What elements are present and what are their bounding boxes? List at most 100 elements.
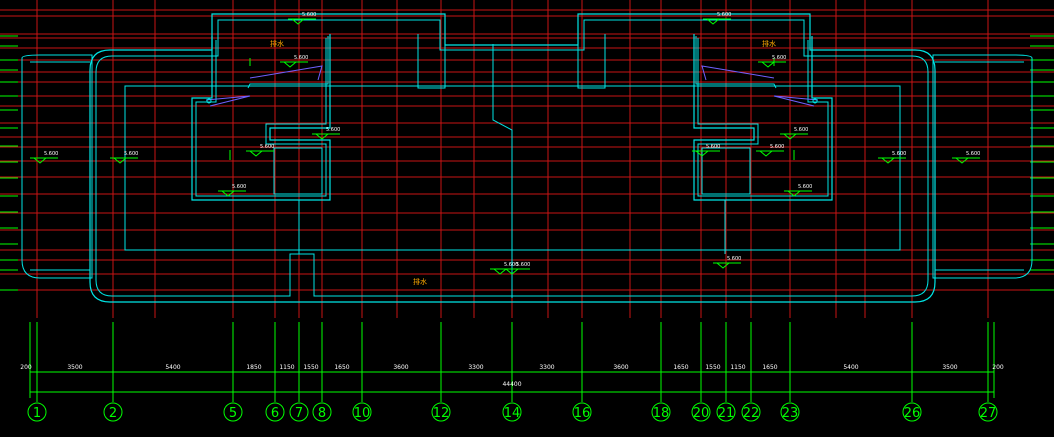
axis-bubble: [289, 402, 309, 422]
axis-label: 26: [904, 406, 921, 421]
level-label: 5.600: [772, 55, 786, 61]
level-triangle: [715, 262, 731, 269]
level-triangle: [760, 61, 776, 68]
left-drain-point: [206, 98, 212, 104]
axis-label: 1: [33, 406, 41, 421]
level-label: 5.600: [727, 256, 741, 262]
roof-details: [191, 34, 833, 254]
axis-label: 10: [354, 406, 371, 421]
left-shaft: [273, 147, 323, 195]
level-label: 5.600: [770, 144, 784, 150]
axis-label: 22: [743, 406, 760, 421]
dimension-label: 1650: [334, 364, 349, 371]
axis-label: 23: [782, 406, 799, 421]
stair-core-left: [417, 34, 446, 89]
stair-core-right: [577, 34, 606, 89]
axis-label: 14: [504, 406, 521, 421]
axis-bubble: [431, 402, 451, 422]
axis-bubble: [265, 402, 285, 422]
axis-label: 7: [295, 406, 303, 421]
level-label: 5.600: [516, 262, 530, 268]
level-label: 5.600: [717, 12, 731, 18]
drain-annotation: 排水: [413, 277, 427, 286]
dimension-label: 200: [992, 364, 1004, 371]
dimension-label: 3500: [67, 364, 82, 371]
dimension-label: 3600: [613, 364, 628, 371]
dimension-label: 3500: [942, 364, 957, 371]
axis-bubble: [223, 402, 243, 422]
dimension-label: 1150: [279, 364, 294, 371]
right-shaft-top: [695, 36, 777, 89]
right-shaft: [701, 147, 751, 195]
level-triangle: [248, 150, 264, 157]
grid-lines: [0, 0, 1054, 318]
level-label: 5.600: [302, 12, 316, 18]
dimension-label: 5400: [843, 364, 858, 371]
axis-label: 12: [433, 406, 450, 421]
axis-bubble: [312, 402, 332, 422]
dimension-lines: [29, 322, 995, 398]
dimension-label: 1650: [673, 364, 688, 371]
axis-bubble: [27, 402, 47, 422]
dimension-label: 5400: [165, 364, 180, 371]
axis-bubble: [502, 402, 522, 422]
right-slope-mark-a: [773, 95, 819, 107]
dimension-label: 200: [20, 364, 32, 371]
level-label: 5.600: [44, 151, 58, 157]
total-dimension: 44400: [502, 381, 521, 388]
right-drain-point: [812, 98, 818, 104]
axis-bubble: [741, 402, 761, 422]
left-wing-outline: [21, 54, 93, 279]
right-slope-mark-b: [701, 65, 775, 81]
left-core-detail: [191, 34, 331, 254]
level-triangle: [282, 61, 298, 68]
dimension-label: 1550: [705, 364, 720, 371]
axis-bubble: [978, 402, 998, 422]
drain-annotation: 排水: [270, 39, 284, 48]
axis-bubble: [691, 402, 711, 422]
left-slope-mark-b: [249, 65, 323, 81]
right-wing-inner: [935, 61, 1024, 271]
axis-label: 16: [574, 406, 591, 421]
level-label: 5.600: [326, 127, 340, 133]
building-outline: [21, 13, 1033, 303]
main-outline: [89, 13, 936, 303]
axis-bubble: [103, 402, 123, 422]
left-wing-inner: [30, 61, 90, 271]
dimension-label: 1550: [303, 364, 318, 371]
axis-label: 21: [718, 406, 735, 421]
dimension-label: 1150: [730, 364, 745, 371]
dimension-label: 1650: [762, 364, 777, 371]
level-label: 5.600: [294, 55, 308, 61]
level-label: 5.600: [892, 151, 906, 157]
right-wing-outline: [932, 54, 1033, 279]
level-triangle: [758, 150, 774, 157]
level-label: 5.600: [706, 144, 720, 150]
axis-label: 20: [693, 406, 710, 421]
parapet-inner: [95, 19, 929, 297]
right-core-wall-outer: [693, 34, 833, 201]
dimension-label: 3300: [468, 364, 483, 371]
axis-bubble: [572, 402, 592, 422]
right-core-wall-inner: [697, 38, 829, 197]
left-shaft-top: [247, 36, 329, 89]
axis-bubble: [716, 402, 736, 422]
drain-annotation: 排水: [762, 39, 776, 48]
level-markers: 5.600 5.600 5.600 5.600 5.600 5.600 5.600 5.600…: [30, 12, 980, 275]
dimension-label: 3600: [393, 364, 408, 371]
level-label: 5.600: [966, 151, 980, 157]
axis-bubble: [780, 402, 800, 422]
axis-label: 6: [271, 406, 279, 421]
left-slope-mark-a: [205, 95, 251, 107]
ridge-line: [492, 44, 513, 298]
axis-bubble: [651, 402, 671, 422]
level-label: 5.600: [798, 184, 812, 190]
axis-label: 18: [653, 406, 670, 421]
level-label: 5.600: [124, 151, 138, 157]
left-core-wall-outer: [191, 34, 331, 201]
right-core-detail: [693, 34, 833, 254]
